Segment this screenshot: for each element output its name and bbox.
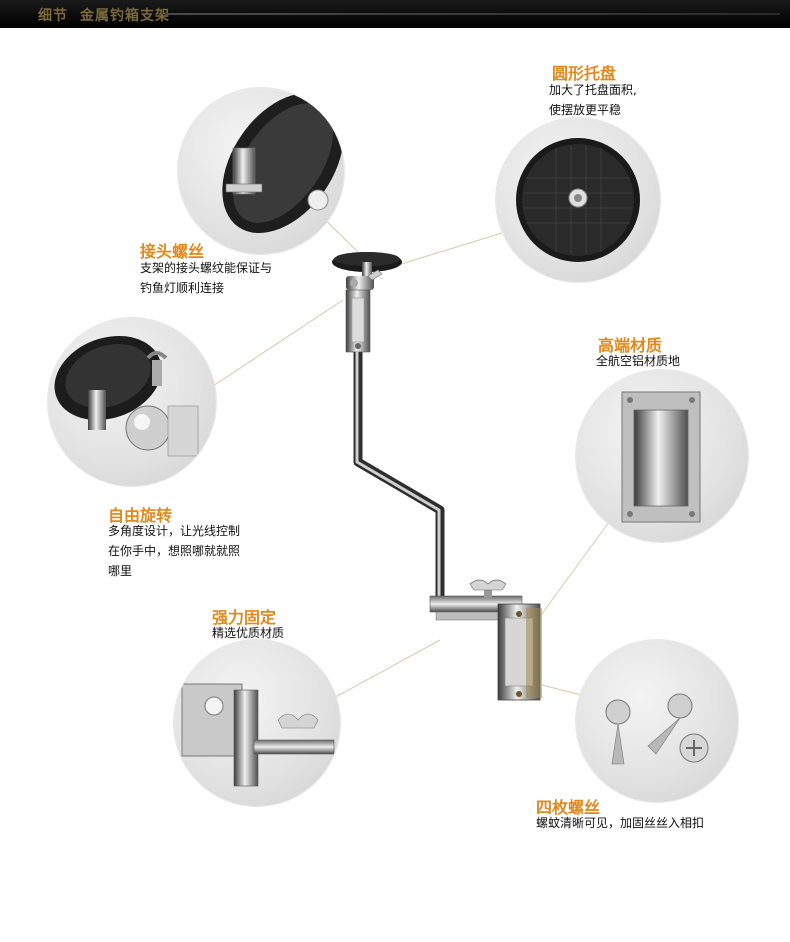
callout-line: 全航空铝材质地	[596, 354, 681, 368]
material-detail-image	[621, 391, 701, 523]
callout-line: 多角度设计，让光线控制	[108, 524, 241, 538]
callout-text-connector-thread: 支架的接头螺纹能保证与 钓鱼灯顺利连接	[140, 258, 272, 298]
callout-text-free-rotation: 多角度设计，让光线控制 在你手中，想照哪就就照 哪里	[108, 521, 240, 581]
header-label-detail: 细节	[38, 8, 68, 24]
callout-text-round-tray: 加大了托盘面积, 使摆放更平稳	[549, 80, 637, 120]
header-label-product: 金属钓箱支架	[80, 8, 170, 24]
callout-title-strong-fix: 强力固定	[212, 608, 277, 627]
callout-line: 使摆放更平稳	[549, 103, 622, 117]
callout-line: 哪里	[108, 564, 133, 578]
leader-line-rotation	[209, 299, 344, 389]
callout-line: 螺蚊清晰可见，加固丝丝入相扣	[536, 816, 705, 830]
detail-circle-screws	[576, 640, 738, 802]
fix-detail-image	[181, 683, 335, 787]
detail-circle-tray	[496, 118, 660, 282]
detail-circle-rotation	[48, 318, 216, 486]
tray-detail-image	[516, 138, 640, 262]
screws-detail-image	[605, 693, 709, 765]
callout-text-strong-fix: 精选优质材质	[212, 623, 284, 643]
callout-line: 支架的接头螺纹能保证与	[140, 261, 273, 275]
connector-detail-image	[222, 92, 344, 234]
callout-line: 在你手中，想照哪就就照	[108, 544, 241, 558]
callout-title-connector-thread: 接头螺丝	[140, 242, 205, 261]
callout-title-round-tray: 圆形托盘	[552, 64, 617, 83]
detail-circle-material	[576, 370, 748, 542]
rotation-detail-image	[54, 335, 199, 457]
callout-title-premium-material: 高端材质	[598, 336, 663, 355]
header-title: 细节金属钓箱支架	[38, 5, 170, 25]
callout-title-four-screws: 四枚螺丝	[536, 798, 601, 817]
header-bar: 细节金属钓箱支架	[0, 0, 790, 28]
leader-line-material	[529, 517, 613, 631]
callout-line: 加大了托盘面积,	[549, 83, 637, 97]
callout-title-free-rotation: 自由旋转	[108, 506, 173, 525]
leader-line-tray	[397, 232, 503, 266]
leader-line-fix	[329, 639, 441, 701]
callout-text-premium-material: 全航空铝材质地	[596, 351, 680, 371]
callout-text-four-screws: 螺蚊清晰可见，加固丝丝入相扣	[536, 813, 704, 833]
detail-circle-fix	[174, 640, 340, 806]
callout-line: 钓鱼灯顺利连接	[140, 281, 225, 295]
detail-circle-connector	[178, 88, 344, 254]
callout-line: 精选优质材质	[212, 626, 285, 640]
header-divider	[165, 13, 780, 15]
leader-line-screws	[541, 684, 586, 697]
